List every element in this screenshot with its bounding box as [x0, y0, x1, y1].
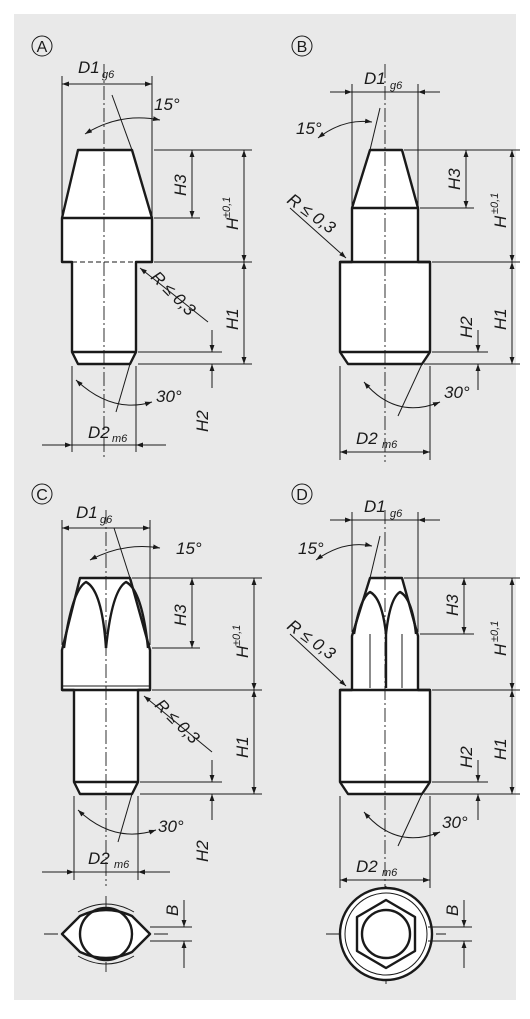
variant-b-h3-label: H3: [445, 168, 464, 190]
variant-d-h-label: H: [491, 643, 510, 656]
variant-b-d2-tolerance: m6: [382, 439, 398, 451]
variant-b-angle-bottom: 30°: [444, 383, 470, 402]
variant-b-drawing: B D1 g6 15° R ≤ 0,3 H3 H ±0,1 H: [284, 35, 520, 462]
variant-a-h3-label: H3: [171, 174, 190, 196]
variant-b-h-label: H: [491, 215, 510, 228]
variant-b-angle-top: 15°: [296, 119, 322, 138]
variant-a-angle-bottom: 30°: [156, 387, 182, 406]
variant-d-letter: D: [296, 487, 308, 504]
variant-b-radius-leader: [289, 207, 347, 259]
variant-d-h-tolerance: ±0,1: [489, 621, 501, 642]
variant-d-h3-label: H3: [443, 594, 462, 616]
variant-d-h2-label: H2: [457, 746, 476, 768]
variant-c-d1-tolerance: g6: [100, 514, 113, 526]
variant-a-drawing: A D1 g6 15° H3 H ±0,1 R ≤ 0,3 H1: [31, 35, 252, 460]
variant-d-d2-label: D2: [356, 857, 378, 876]
variant-b-h1-label: H1: [491, 308, 510, 330]
variant-d-bottom-chamfer-circle: [344, 892, 428, 976]
variant-b-badge: [291, 35, 313, 57]
variant-b-h2-label: H2: [457, 316, 476, 338]
variant-a-d2-tolerance: m6: [112, 433, 128, 445]
variant-c-bottom-view: B: [44, 896, 192, 972]
variant-b-d2-label: D2: [356, 429, 378, 448]
variant-d-bottom-inner-circle: [360, 908, 412, 960]
variant-a-letter: A: [37, 39, 48, 56]
variant-d-radius-leader: [289, 633, 347, 687]
variant-a-angle-top: 15°: [154, 95, 180, 114]
variant-a-d1-label: D1: [78, 58, 100, 77]
variant-c-h1-label: H1: [233, 736, 252, 758]
variant-c-radius-leader: [143, 695, 213, 753]
variant-c-d1-label: D1: [76, 503, 98, 522]
variant-d-angle-top: 15°: [298, 539, 324, 558]
variant-d-drawing: D D1 g6 15° R ≤ 0,3 H3 H ±0,1: [284, 483, 520, 984]
variant-c-d2-tolerance: m6: [114, 859, 130, 871]
variant-a-d2-label: D2: [88, 423, 110, 442]
variant-a-radius-leader: [139, 267, 209, 323]
variant-d-bottom-outer-circle: [338, 886, 434, 982]
variant-b-d1-label: D1: [364, 69, 386, 88]
variant-c-d2-label: D2: [88, 849, 110, 868]
variant-d-b-label: B: [443, 905, 462, 916]
variant-b-letter: B: [297, 39, 308, 56]
variant-c-letter: C: [36, 487, 48, 504]
variant-a-h-label: H: [223, 217, 242, 230]
variant-a-h-tolerance: ±0,1: [221, 197, 233, 218]
variant-d-badge: [291, 483, 313, 505]
variant-d-bottom-hexagon: [355, 898, 417, 970]
variant-d-bottom-view: B: [326, 886, 472, 984]
variant-a-d1-tolerance: g6: [102, 69, 115, 81]
variant-c-h-tolerance: ±0,1: [231, 625, 243, 646]
variant-d-d2-tolerance: m6: [382, 867, 398, 879]
variant-c-bottom-circle: [78, 906, 134, 962]
variant-c-angle-bottom: 30°: [158, 817, 184, 836]
variant-d-h1-label: H1: [491, 738, 510, 760]
variant-c-badge: [31, 483, 53, 505]
variant-c-angle-top: 15°: [176, 539, 202, 558]
variant-b-d1-tolerance: g6: [390, 80, 403, 92]
variant-d-angle-bottom: 30°: [442, 813, 468, 832]
variant-a-h2-label: H2: [193, 410, 212, 432]
variant-c-drawing: C D1 g6 15° H3 H ±0,1 R ≤ 0,3 H: [31, 483, 262, 972]
variant-c-b-label: B: [163, 905, 182, 916]
variant-c-h-label: H: [233, 645, 252, 658]
variant-c-h2-label: H2: [193, 840, 212, 862]
variant-d-d1-label: D1: [364, 497, 386, 516]
variant-c-h3-label: H3: [171, 604, 190, 626]
variant-d-d1-tolerance: g6: [390, 508, 403, 520]
variant-a-h1-label: H1: [223, 308, 242, 330]
variant-a-badge: [31, 35, 53, 57]
variant-b-h-tolerance: ±0,1: [489, 193, 501, 214]
